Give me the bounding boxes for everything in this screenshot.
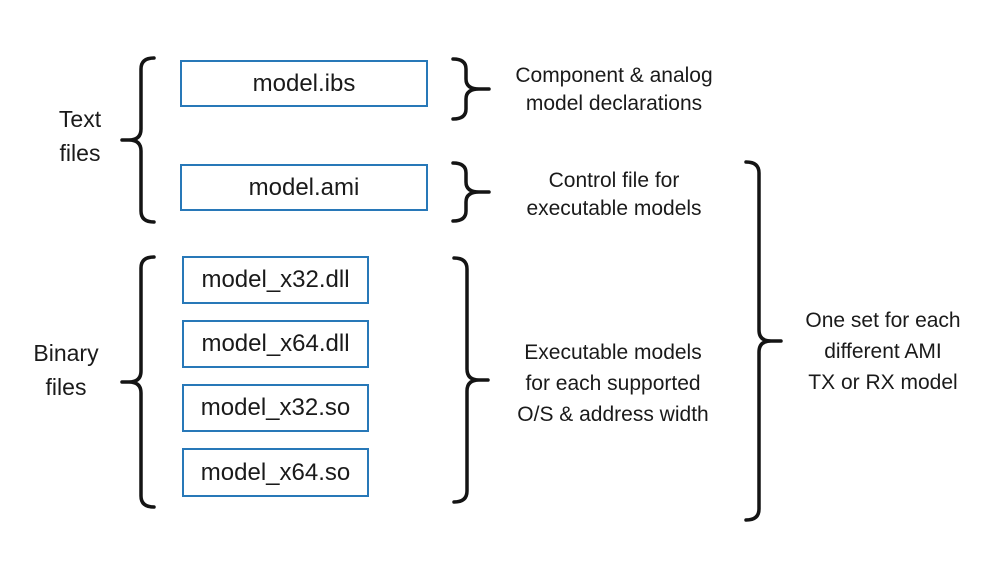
one-set-right-brace-icon <box>744 160 783 522</box>
file-box-label: model.ibs <box>252 69 356 97</box>
binary-files-right-brace-icon <box>452 256 490 504</box>
annotation-binaries: Executable models for each supported O/S… <box>517 341 709 426</box>
file-box-model-ibs: model.ibs <box>180 60 428 107</box>
file-box-model-x64-so: model_x64.so <box>182 448 369 497</box>
file-box-model-x64-dll: model_x64.dll <box>182 320 369 368</box>
annotation-model-ami: Control file for executable models <box>526 169 702 220</box>
file-box-label: model_x64.so <box>200 458 351 486</box>
text-files-left-brace-icon <box>120 56 156 224</box>
model-ibs-right-brace-icon <box>451 57 491 121</box>
file-box-label: model.ami <box>248 173 360 201</box>
annotation-model-ibs: Component & analog model declarations <box>515 64 713 115</box>
model-ami-right-brace-icon <box>451 161 491 223</box>
file-box-label: model_x32.dll <box>201 266 350 293</box>
file-box-label: model_x64.dll <box>201 330 350 357</box>
binary-files-left-brace-icon <box>120 255 156 509</box>
file-box-model-x32-so: model_x32.so <box>182 384 369 432</box>
binary-files-group-label: Binary files <box>33 340 99 400</box>
file-box-model-x32-dll: model_x32.dll <box>182 256 369 304</box>
file-box-model-ami: model.ami <box>180 164 428 211</box>
annotation-one-set: One set for each different AMI TX or RX … <box>805 309 961 394</box>
file-box-label: model_x32.so <box>200 394 351 421</box>
text-files-group-label: Text files <box>58 106 102 166</box>
